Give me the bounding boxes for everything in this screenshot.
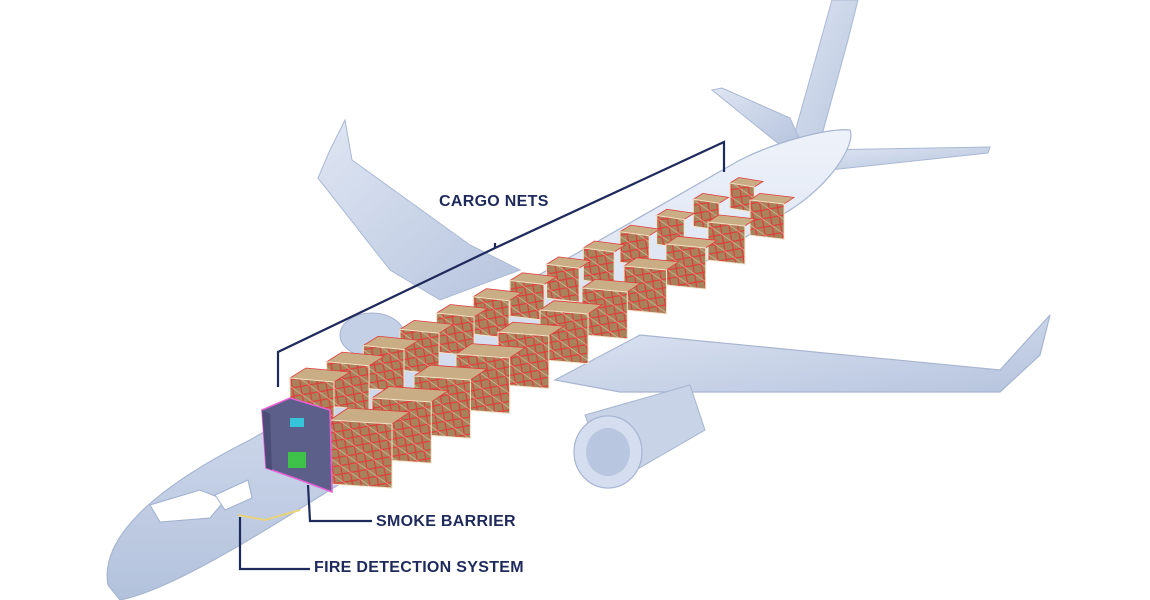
cargo-container — [582, 240, 627, 285]
cargo-container — [328, 407, 412, 489]
fire-detection-system-label: FIRE DETECTION SYSTEM — [314, 559, 524, 576]
right-engine — [573, 384, 706, 489]
barrier-panel-cyan — [290, 418, 304, 427]
cargo-containers — [288, 177, 796, 489]
fire-detection-leader — [238, 517, 310, 571]
cargo-container — [728, 177, 765, 213]
cargo-container — [618, 224, 661, 267]
smoke-barrier-label: SMOKE BARRIER — [376, 513, 516, 530]
fire-detection-line — [237, 509, 301, 522]
right-wing — [553, 314, 1051, 393]
cargo-container — [706, 214, 757, 265]
cargo-nets-label: CARGO NETS — [439, 193, 549, 210]
cargo-container — [472, 288, 524, 339]
cargo-nets-bracket — [276, 140, 726, 387]
left-horizontal-stabilizer — [710, 87, 801, 146]
barrier-panel-green — [288, 452, 306, 468]
cabin-window-panel — [214, 479, 253, 511]
smoke-barrier — [261, 397, 333, 494]
cargo-container — [664, 235, 719, 290]
cargo-container — [508, 272, 558, 321]
cargo-container — [545, 256, 593, 303]
cockpit-windows — [149, 489, 226, 523]
smoke-barrier-leader — [306, 484, 372, 523]
cargo-container — [748, 192, 796, 240]
cargo-container — [496, 321, 565, 390]
cargo-container — [538, 300, 604, 365]
left-wing — [317, 118, 522, 301]
vertical-stabilizer — [789, 0, 859, 151]
